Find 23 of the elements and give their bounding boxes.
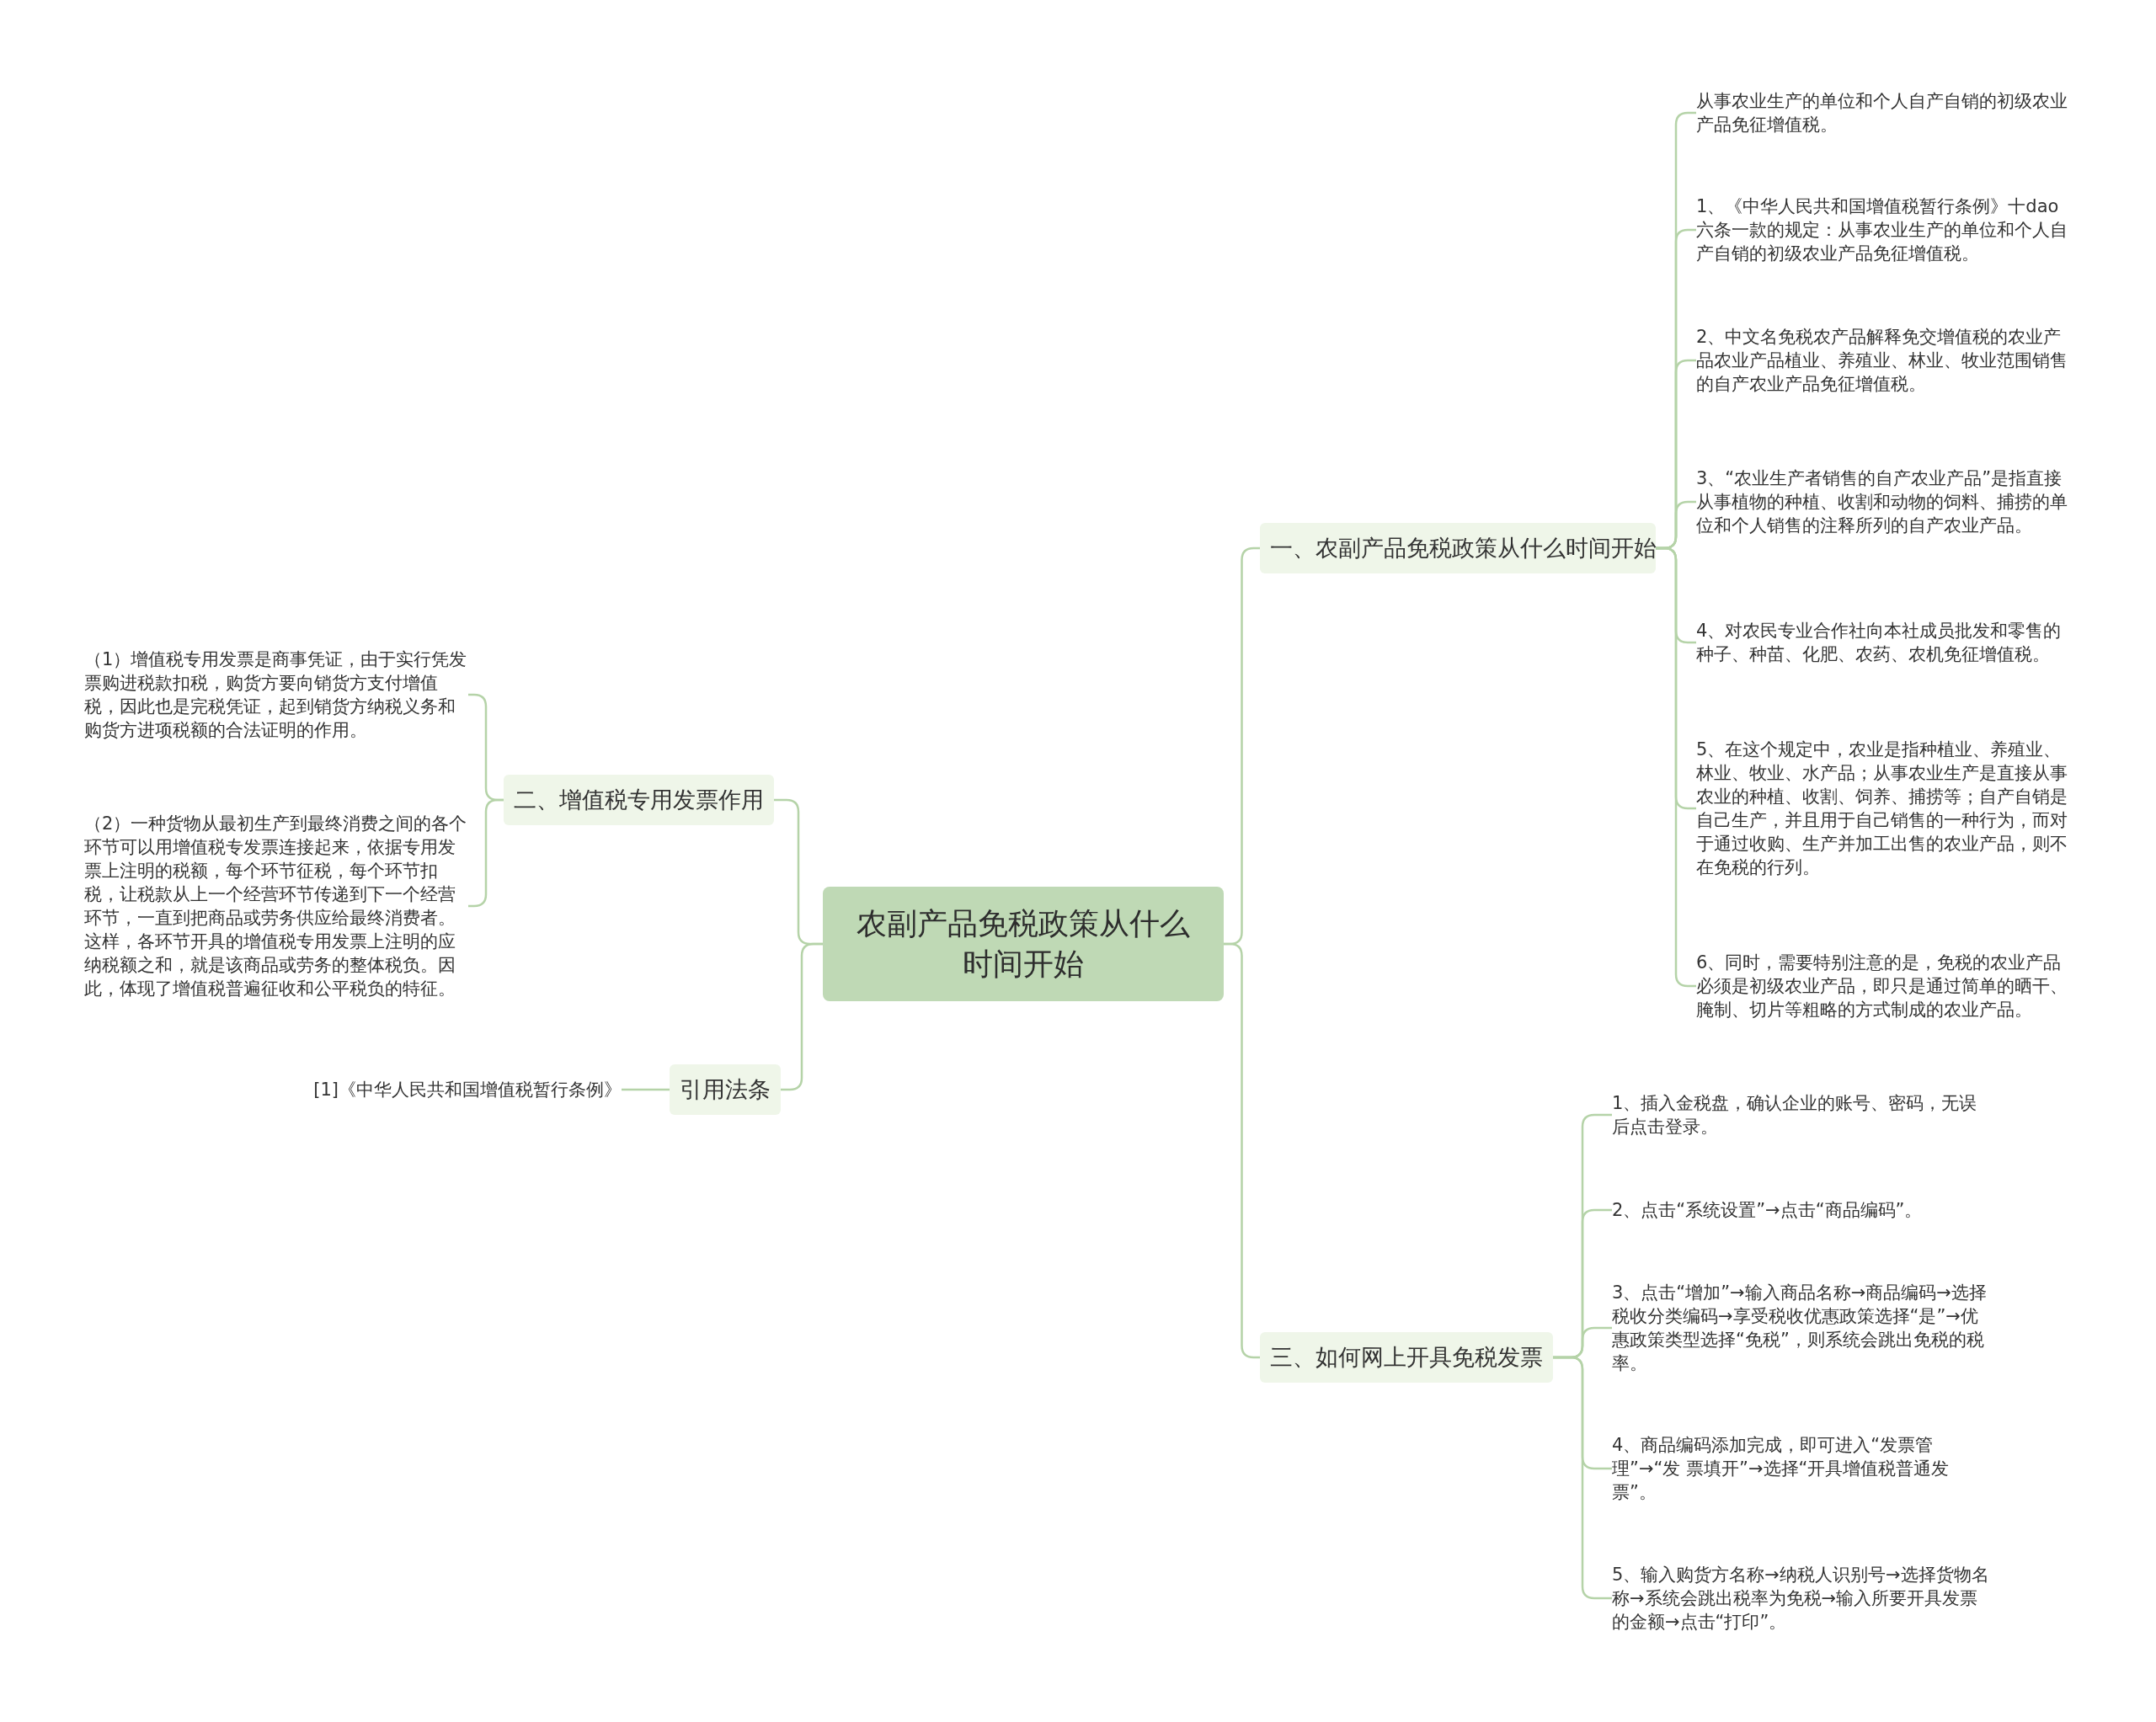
leaf-text: 1、《中华人民共和国增值税暂行条例》十dao六条一款的规定：从事农业生产的单位和个人自产自销的初级农业产品免征增值税。 <box>1696 195 2075 265</box>
topic-box: 引用法条 <box>670 1064 781 1115</box>
leaf-text: 5、输入购货方名称→纳税人识别号→选择货物名称→系统会跳出税率为免税→输入所要开具发票的金额→点击“打印”。 <box>1612 1563 1991 1634</box>
reference-text: [1]《中华人民共和国增值税暂行条例》 <box>313 1078 622 1101</box>
leaf-text: 4、商品编码添加完成，即可进入“发票管理”→“发 票填开”→选择“开具增值税普通发票”。 <box>1612 1433 1991 1504</box>
leaf-text: （1）增值税专用发票是商事凭证，由于实行凭发票购进税款扣税，购货方要向销货方支付增值税，因此也是完税凭证，起到销货方纳税义务和购货方进项税额的合法证明的作用。 <box>84 648 468 742</box>
leaf-text: 2、点击“系统设置”→点击“商品编码”。 <box>1612 1198 1991 1222</box>
leaf-text: 1、插入金税盘，确认企业的账号、密码，无误后点击登录。 <box>1612 1091 1991 1138</box>
leaf-text: 6、同时，需要特别注意的是，免税的农业产品必须是初级农业产品，即只是通过简单的晒干、腌制、切片等粗略的方式制成的农业产品。 <box>1696 951 2075 1021</box>
connector-line <box>1553 1356 1612 1600</box>
leaf-text: 5、在这个规定中，农业是指种植业、养殖业、林业、牧业、水产品；从事农业生产是直接从事农业的种植、收割、饲养、捕捞等；自产自销是自己生产，并且用于自己销售的一种行为，而对于通过收购、生产并加工出售的农业产品，则不在免税的行列。 <box>1696 738 2075 879</box>
central-topic: 农副产品免税政策从什么时间开始 <box>823 887 1224 1001</box>
connector-line <box>622 1088 670 1091</box>
leaf-text: 3、点击“增加”→输入商品名称→商品编码→选择税收分类编码→享受税收优惠政策选择“是”→优惠政策类型选择“免税”，则系统会跳出免税的税率。 <box>1612 1281 1991 1375</box>
connector-line <box>1224 942 1260 1359</box>
leaf-text: 从事农业生产的单位和个人自产自销的初级农业产品免征增值税。 <box>1696 89 2075 136</box>
topic-box: 二、增值税专用发票作用 <box>504 775 774 825</box>
topic-box: 一、农副产品免税政策从什么时间开始 <box>1260 523 1656 573</box>
leaf-text: 4、对农民专业合作社向本社成员批发和零售的种子、种苗、化肥、农药、农机免征增值税。 <box>1696 619 2075 666</box>
topic-box: 三、如何网上开具免税发票 <box>1260 1332 1553 1383</box>
leaf-text: 2、中文名免税农产品解释免交增值税的农业产品农业产品植业、养殖业、林业、牧业范围销售的自产农业产品免征增值税。 <box>1696 325 2075 396</box>
leaf-text: 3、“农业生产者销售的自产农业产品”是指直接从事植物的种植、收割和动物的饲料、捕捞的单位和个人销售的注释所列的自产农业产品。 <box>1696 466 2075 537</box>
leaf-text: （2）一种货物从最初生产到最终消费之间的各个环节可以用增值税专发票连接起来，依据专用发票上注明的税额，每个环节征税，每个环节扣税，让税款从上一个经营环节传递到下一个经营环节，一直到把商品或劳务供应给最终消费者。这样，各环节开具的增值税专用发票上注明的应纳税额之和，就是该商品或劳务的整体税负。因此，体现了增值税普遍征收和公平税负的特征。 <box>84 812 468 1000</box>
